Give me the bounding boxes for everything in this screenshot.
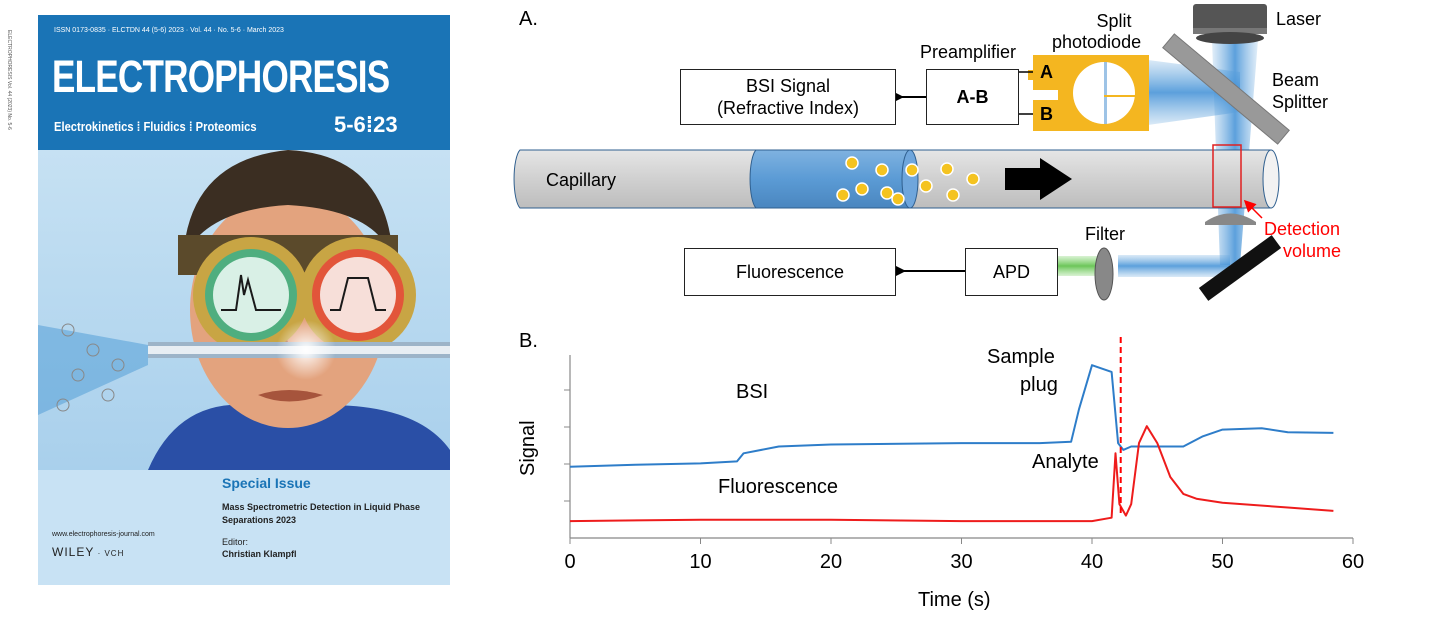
cover-issue-number: 5-6⁞23	[334, 112, 398, 137]
series-line-fluorescence	[569, 425, 1334, 523]
cover-editor: Christian Klampfl	[222, 549, 297, 559]
bsi-signal-box-line2: (Refractive Index)	[716, 98, 860, 118]
cover-url: www.electrophoresis-journal.com	[52, 531, 155, 538]
bsi-signal-box: BSI Signal (Refractive Index)	[680, 69, 896, 125]
x-tick-label: 50	[1211, 551, 1233, 573]
split-photodiode-label-2: photodiode	[1052, 32, 1142, 52]
cover-publisher: WILEY · VCH	[52, 545, 125, 559]
bsi-trace-label: BSI	[736, 381, 769, 403]
dichroic-mirror	[1198, 235, 1282, 301]
laser-head	[1193, 4, 1267, 32]
journal-cover: ISSN 0173-0835 · ELCTDN 44 (5-6) 2023 · …	[38, 15, 450, 585]
fluorescence-trace-label: Fluorescence	[718, 476, 839, 498]
objective-lens	[1205, 213, 1256, 225]
filter-label: Filter	[1085, 224, 1125, 244]
x-tick-label: 10	[689, 551, 711, 573]
beam-splitter-label-1: Beam	[1272, 70, 1320, 90]
sample-plug-label-1: Sample	[987, 346, 1055, 368]
cover-illustration	[38, 150, 450, 470]
beam-splitter-label-2: Splitter	[1272, 92, 1329, 112]
analyte-label: Analyte	[1032, 451, 1099, 473]
shirt	[148, 404, 450, 470]
split-photodiode-label: Split	[1096, 11, 1132, 31]
fluorescence-beam	[1118, 255, 1230, 277]
panel-a-label: A.	[519, 8, 538, 30]
x-tick-label: 30	[950, 551, 972, 573]
chart-xlabel: Time (s)	[918, 589, 991, 611]
capillary-label: Capillary	[546, 170, 617, 190]
analyte-particles	[836, 156, 980, 206]
detection-volume-arrow	[1243, 199, 1263, 219]
chart-ylabel: Signal	[517, 420, 539, 476]
series-line-bsi	[569, 364, 1334, 468]
filtered-green-beam	[1058, 256, 1103, 276]
preamplifier-label: Preamplifier	[920, 42, 1017, 62]
x-tick-label: 60	[1342, 551, 1364, 573]
signal-chart: 0 10 20 30 40 50 60	[564, 337, 1364, 573]
filter-element	[1094, 247, 1114, 301]
hair	[183, 150, 393, 260]
diode-a-label: A	[1040, 62, 1053, 82]
detection-volume-label-1: Detection	[1264, 219, 1341, 239]
sample-plug-zone	[749, 149, 917, 209]
cover-topics: Electrokinetics ⁞ Fluidics ⁞ Proteomics	[54, 119, 257, 134]
cover-header	[38, 15, 450, 150]
cover-editor-label: Editor:	[222, 537, 249, 547]
panel-b-label: B.	[519, 330, 538, 352]
ab-preamp-box: A-B	[926, 69, 1019, 125]
panel-a-schematic	[513, 4, 1290, 301]
beam-splitter	[1162, 33, 1290, 145]
laser-label: Laser	[1276, 9, 1322, 29]
cover-spine-text: ELECTROPHORESIS Vol. 44 (2023) No. 5-6	[6, 30, 12, 130]
cover-subtitle: Mass Spectrometric Detection in Liquid P…	[222, 502, 421, 525]
x-tick-label: 40	[1081, 551, 1103, 573]
diode-b-label: B	[1040, 104, 1053, 124]
sample-plug-label-2: plug	[1020, 374, 1058, 396]
apd-box: APD	[965, 248, 1058, 296]
detection-volume-box	[1212, 144, 1242, 208]
cover-journal-title: ELECTROPHORESIS	[52, 51, 390, 102]
bsi-signal-box-line1: BSI Signal	[745, 76, 831, 96]
cover-issn: ISSN 0173-0835 · ELCTDN 44 (5-6) 2023 · …	[54, 27, 284, 34]
fluorescence-box: Fluorescence	[684, 248, 896, 296]
x-tick-label: 20	[820, 551, 842, 573]
detection-volume-label-2: volume	[1283, 241, 1342, 261]
flow-direction-arrow	[1005, 158, 1072, 200]
cover-special-issue: Special Issue	[222, 475, 311, 491]
x-tick-label: 0	[564, 551, 575, 573]
